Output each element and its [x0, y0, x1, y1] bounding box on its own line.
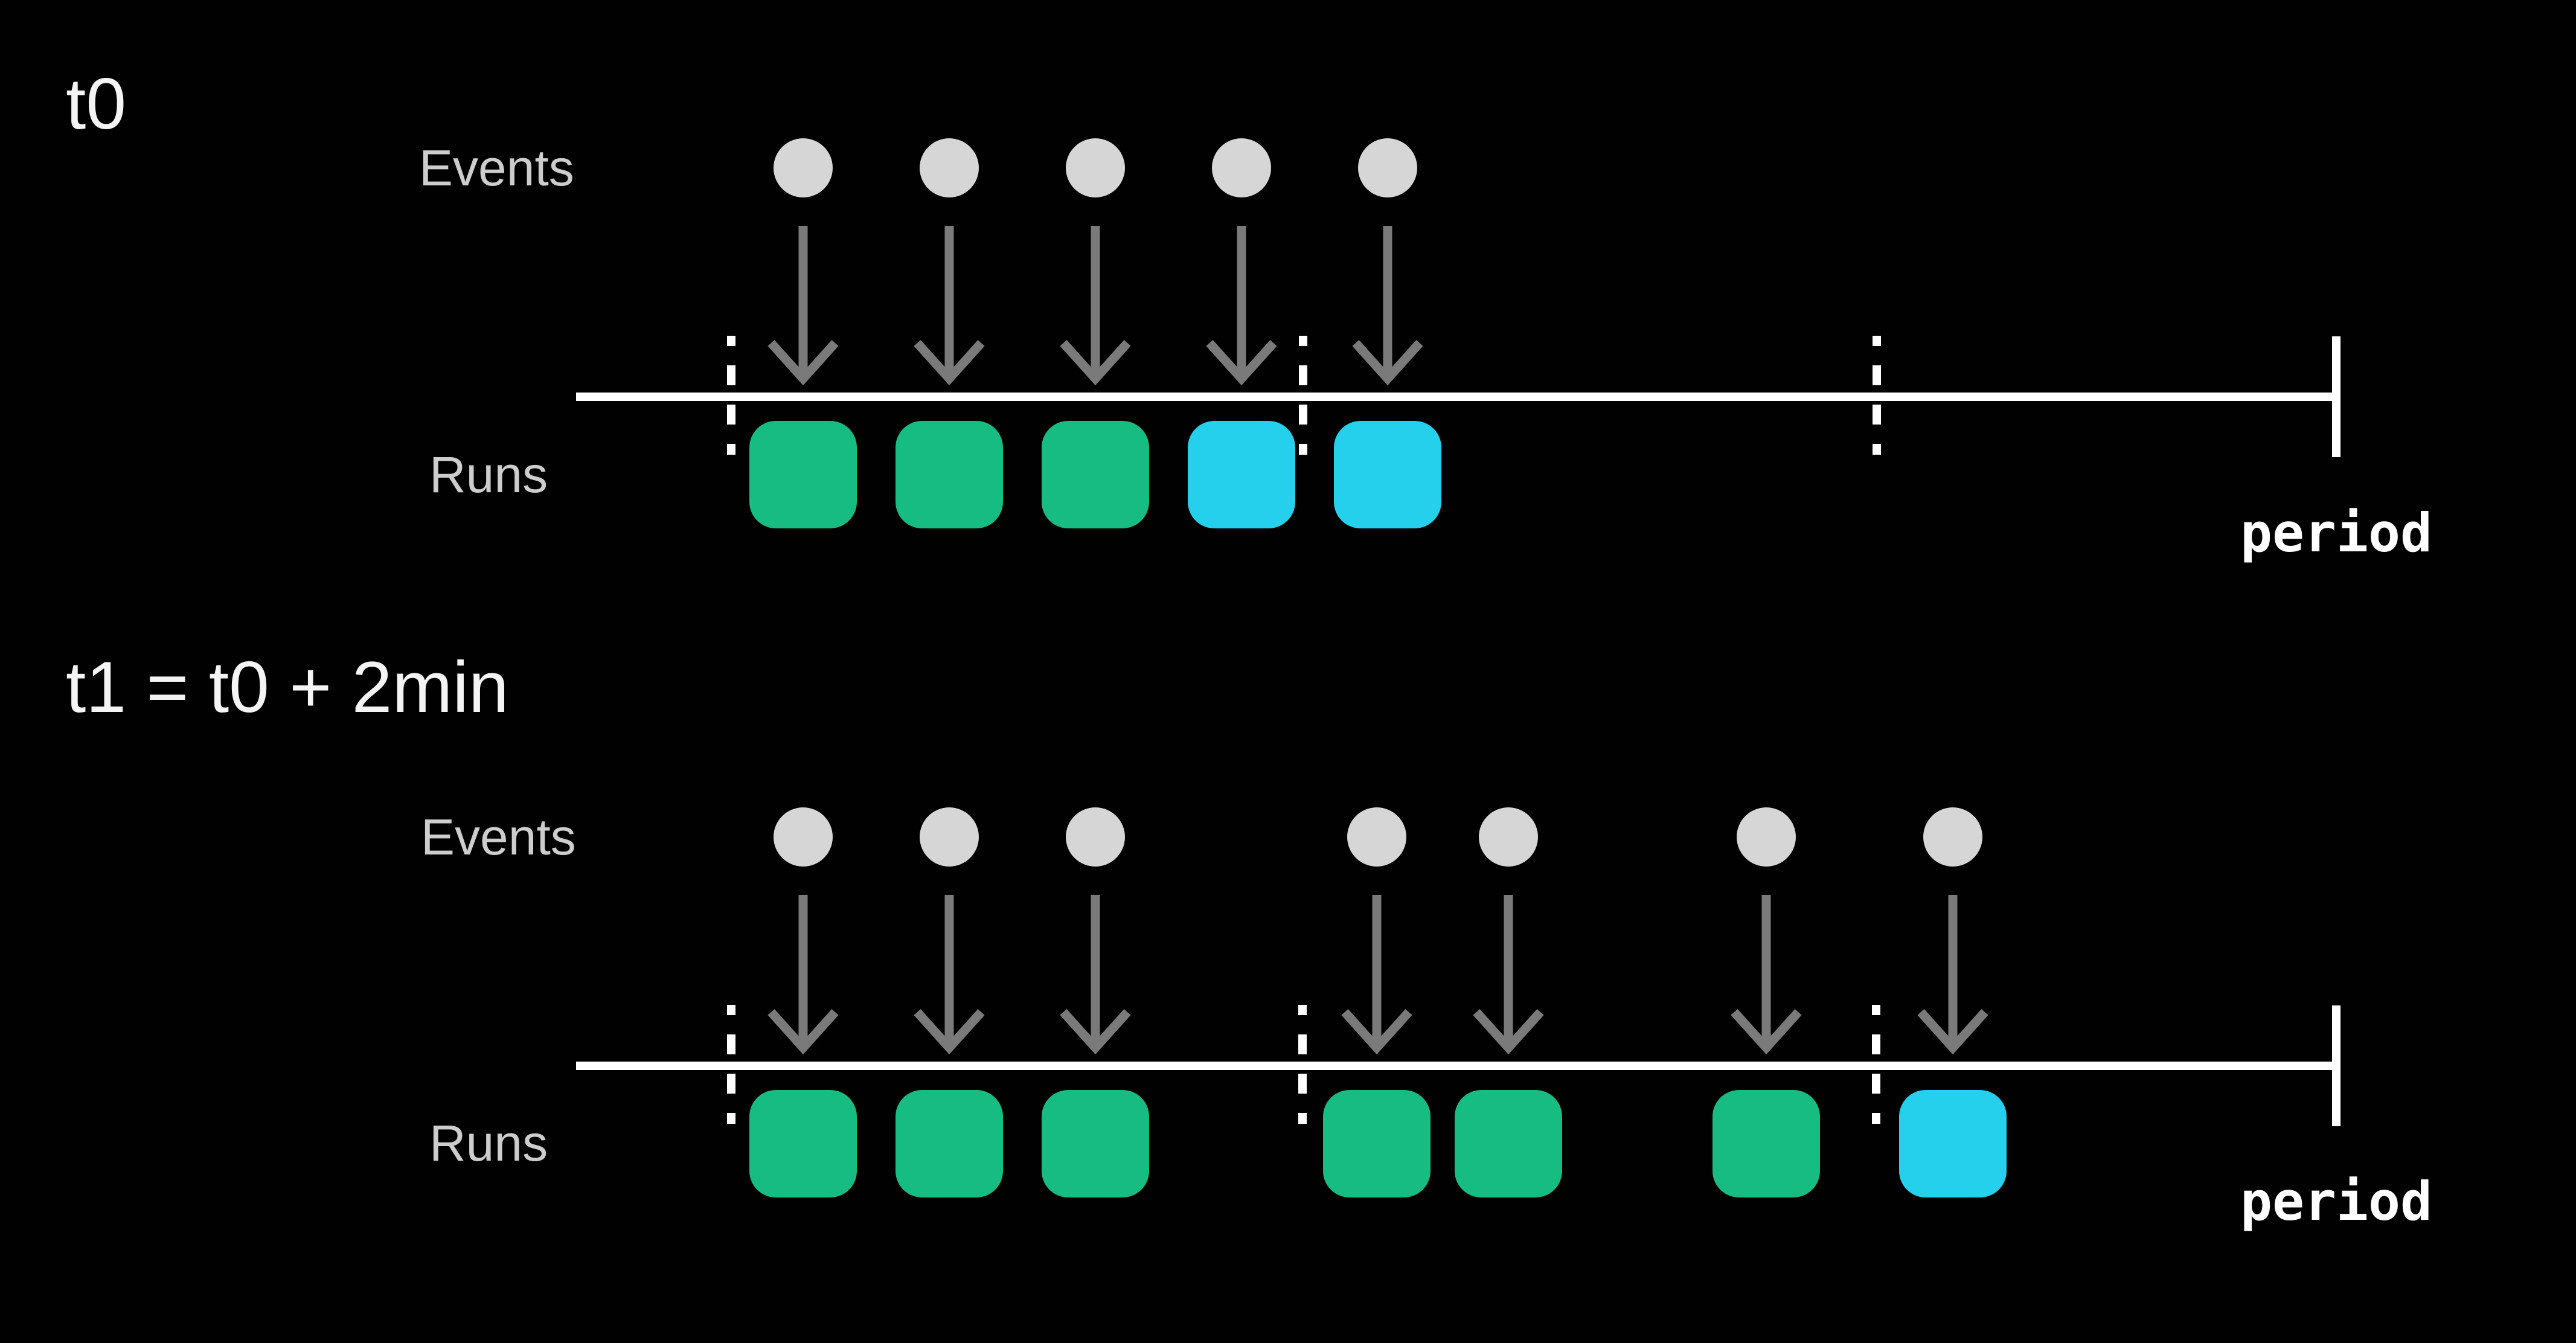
event-dot	[920, 138, 979, 197]
run-block	[1455, 1090, 1562, 1197]
event-arrow-head	[1917, 1008, 1988, 1055]
period-label-t0: period	[2240, 502, 2432, 564]
event-dot	[1212, 138, 1271, 197]
events-label-t1: Events	[421, 809, 576, 865]
event-dot	[1358, 138, 1417, 197]
run-block	[1323, 1090, 1431, 1197]
event-dot	[1347, 807, 1406, 867]
event-arrow-head	[1352, 339, 1423, 386]
run-block	[896, 421, 1003, 528]
event-dot	[920, 807, 979, 867]
runs-label-t1: Runs	[429, 1115, 548, 1172]
heading-t1: t1 = t0 + 2min	[66, 647, 509, 728]
event-arrow-head	[914, 339, 985, 386]
run-block	[749, 421, 857, 528]
event-dot	[1923, 807, 1982, 867]
event-arrow-head	[1206, 339, 1277, 386]
event-arrow-head	[1060, 1008, 1131, 1055]
event-dot	[1737, 807, 1796, 867]
runs-label-t0: Runs	[429, 446, 548, 503]
event-dot	[1479, 807, 1538, 867]
heading-t0: t0	[66, 63, 127, 144]
run-block	[1188, 421, 1295, 528]
run-block	[1334, 421, 1441, 528]
run-block	[1042, 421, 1149, 528]
run-block	[896, 1090, 1003, 1197]
run-block	[1899, 1090, 2007, 1197]
event-dot	[1066, 138, 1125, 197]
event-arrow-head	[1473, 1008, 1544, 1055]
event-dot	[774, 807, 833, 867]
event-arrow-head	[914, 1008, 985, 1055]
run-block	[1713, 1090, 1820, 1197]
run-block	[1042, 1090, 1149, 1197]
event-arrow-head	[767, 1008, 839, 1055]
run-block	[749, 1090, 857, 1197]
event-arrow-head	[767, 339, 839, 386]
event-arrow-head	[1341, 1008, 1412, 1055]
event-dot	[774, 138, 833, 197]
events-label-t0: Events	[419, 139, 574, 196]
period-label-t1: period	[2240, 1170, 2432, 1232]
event-dot	[1066, 807, 1125, 867]
event-arrow-head	[1060, 339, 1131, 386]
event-arrow-head	[1731, 1008, 1802, 1055]
